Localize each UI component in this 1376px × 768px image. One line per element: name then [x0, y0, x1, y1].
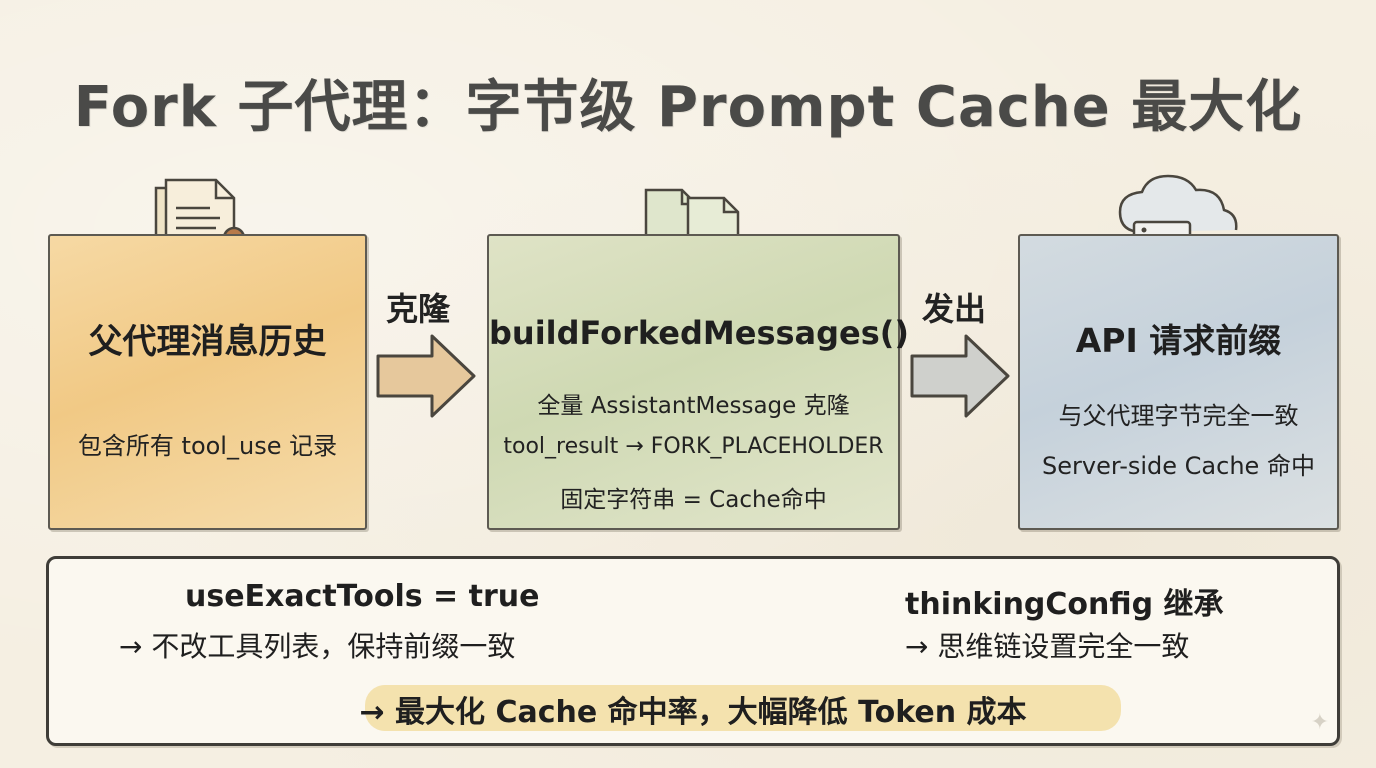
api-request-prefix-box: API 请求前缀 与父代理字节完全一致 Server-side Cache 命中: [1018, 234, 1339, 530]
parent-history-title: 父代理消息历史: [88, 322, 327, 362]
send-arrow-label: 发出: [922, 290, 987, 328]
send-arrow-icon: [910, 334, 1010, 418]
sparkle-icon: ✦: [1310, 710, 1329, 735]
summary-box: useExactTools = true → 不改工具列表，保持前缀一致 thi…: [46, 556, 1340, 746]
right-line-2: Server-side Cache 命中: [1042, 452, 1315, 480]
build-forked-messages-title: buildForkedMessages(): [489, 314, 910, 352]
parent-history-desc: 包含所有 tool_use 记录: [77, 432, 338, 460]
middle-line-3: 固定字符串 = Cache命中: [560, 487, 827, 513]
conclusion-text: → 最大化 Cache 命中率，大幅降低 Token 成本: [359, 695, 1027, 730]
api-request-prefix-title: API 请求前缀: [1075, 321, 1282, 360]
page-title: Fork 子代理：字节级 Prompt Cache 最大化: [73, 75, 1303, 140]
use-exact-tools-desc: → 不改工具列表，保持前缀一致: [119, 630, 516, 663]
thinking-config-desc: → 思维链设置完全一致: [905, 630, 1190, 663]
use-exact-tools-heading: useExactTools = true: [185, 579, 540, 614]
clone-arrow-icon: [376, 334, 476, 418]
conclusion-highlight: [365, 685, 1121, 731]
middle-line-1: 全量 AssistantMessage 克隆: [537, 393, 850, 419]
thinking-config-heading: thinkingConfig 继承: [905, 587, 1224, 622]
clone-arrow-label: 克隆: [386, 290, 451, 328]
right-line-1: 与父代理字节完全一致: [1058, 402, 1299, 430]
build-forked-messages-box: buildForkedMessages() 全量 AssistantMessag…: [487, 234, 910, 530]
parent-history-box: 父代理消息历史 包含所有 tool_use 记录: [48, 234, 367, 530]
middle-line-2: tool_result → FORK_PLACEHOLDER: [503, 434, 884, 459]
